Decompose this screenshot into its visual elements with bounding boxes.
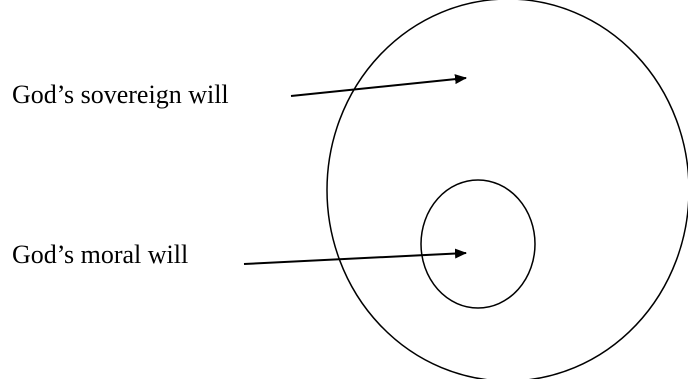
sovereign-will-label: God’s sovereign will	[12, 80, 229, 109]
sovereign-will-circle	[326, 0, 688, 379]
sovereign-will-arrow	[290, 74, 467, 97]
moral-will-label: God’s moral will	[12, 240, 189, 269]
moral-will-arrow	[243, 248, 467, 265]
moral-will-circle	[420, 179, 536, 309]
